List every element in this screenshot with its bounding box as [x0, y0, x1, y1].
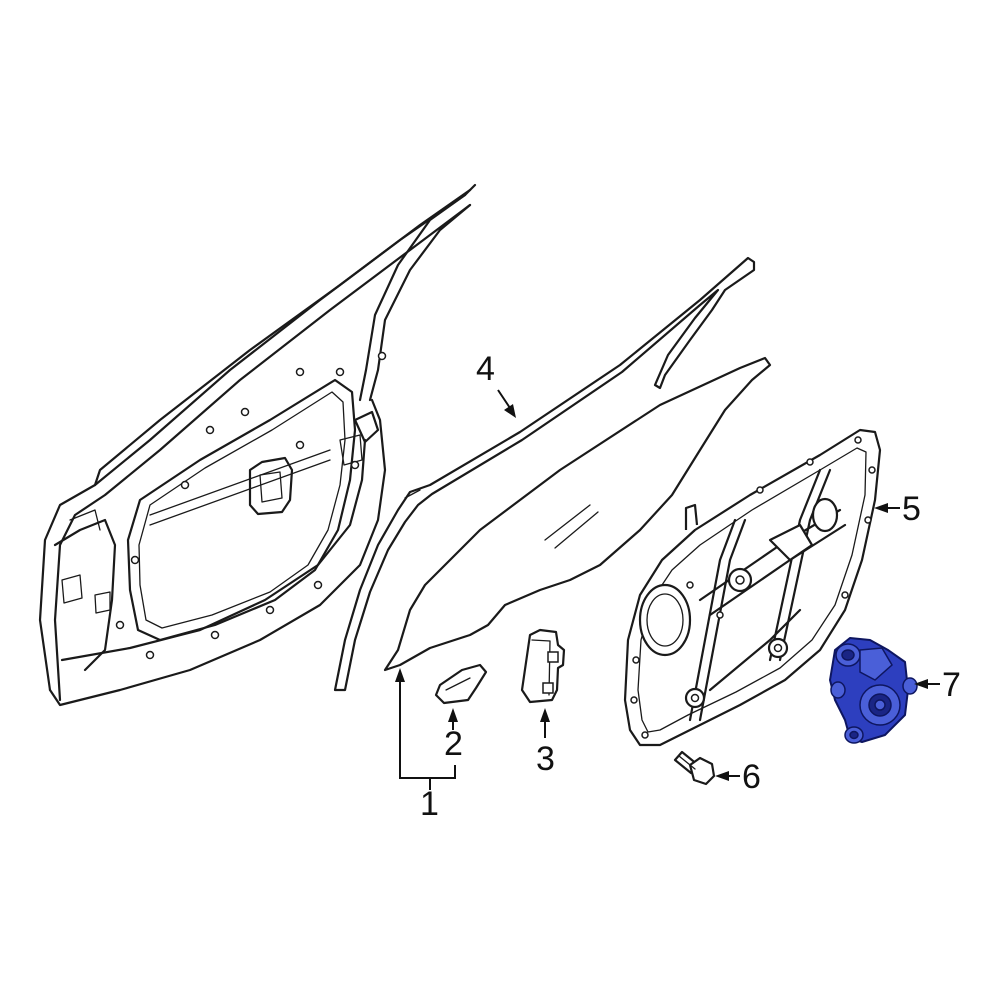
door-shell	[38, 183, 477, 707]
callout-4: 4	[476, 350, 495, 388]
leader-lines	[395, 389, 940, 790]
callout-7: 7	[942, 666, 961, 704]
regulator-panel	[623, 428, 882, 747]
part-7-window-motor	[829, 637, 918, 744]
callout-labels: 1 2 3 4 5 6 7	[420, 350, 961, 823]
callout-5: 5	[902, 490, 921, 528]
callout-3: 3	[536, 740, 555, 778]
callout-1: 1	[420, 785, 439, 823]
window-glass	[383, 356, 772, 672]
callout-6: 6	[742, 758, 761, 796]
glass-run-channel	[333, 256, 756, 692]
part-2-pad	[434, 663, 488, 705]
callout-2: 2	[444, 725, 463, 763]
part-3-bracket	[520, 628, 566, 704]
part-6-bolt	[673, 750, 716, 786]
